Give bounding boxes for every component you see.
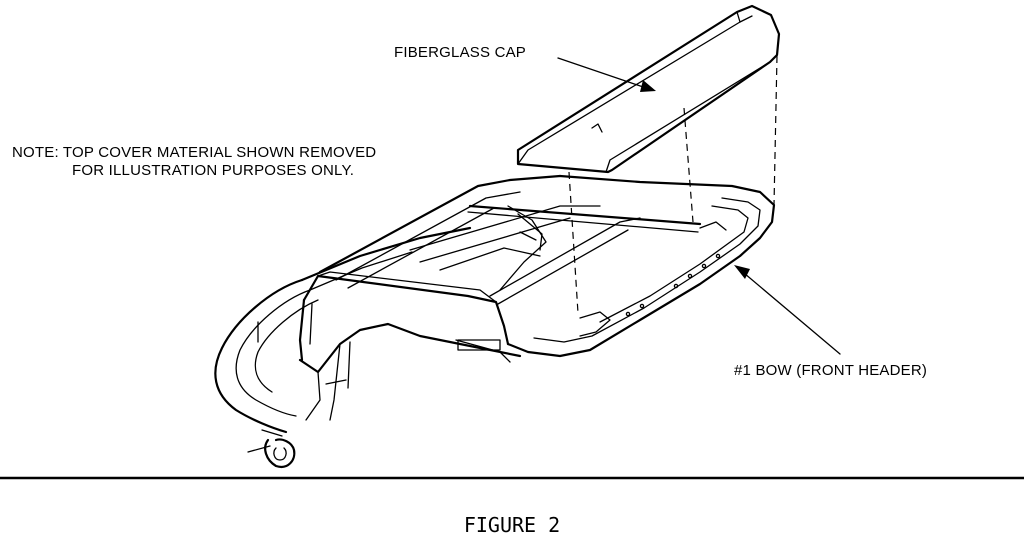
front-header-leader — [737, 267, 841, 355]
front-header-label: #1 BOW (FRONT HEADER) — [734, 362, 928, 379]
note-line-2: FOR ILLUSTRATION PURPOSES ONLY. — [72, 162, 355, 179]
alignment-lines — [568, 55, 778, 314]
note-line-1: NOTE: TOP COVER MATERIAL SHOWN REMOVED — [12, 144, 377, 161]
fiberglass-cap-leader — [557, 57, 653, 91]
fiberglass-cap-part — [516, 4, 781, 174]
fiberglass-cap-label: FIBERGLASS CAP — [394, 44, 527, 61]
top-frame-assembly — [214, 174, 776, 468]
leader-arrows — [557, 57, 841, 355]
figure-caption: FIGURE 2 — [463, 513, 561, 537]
